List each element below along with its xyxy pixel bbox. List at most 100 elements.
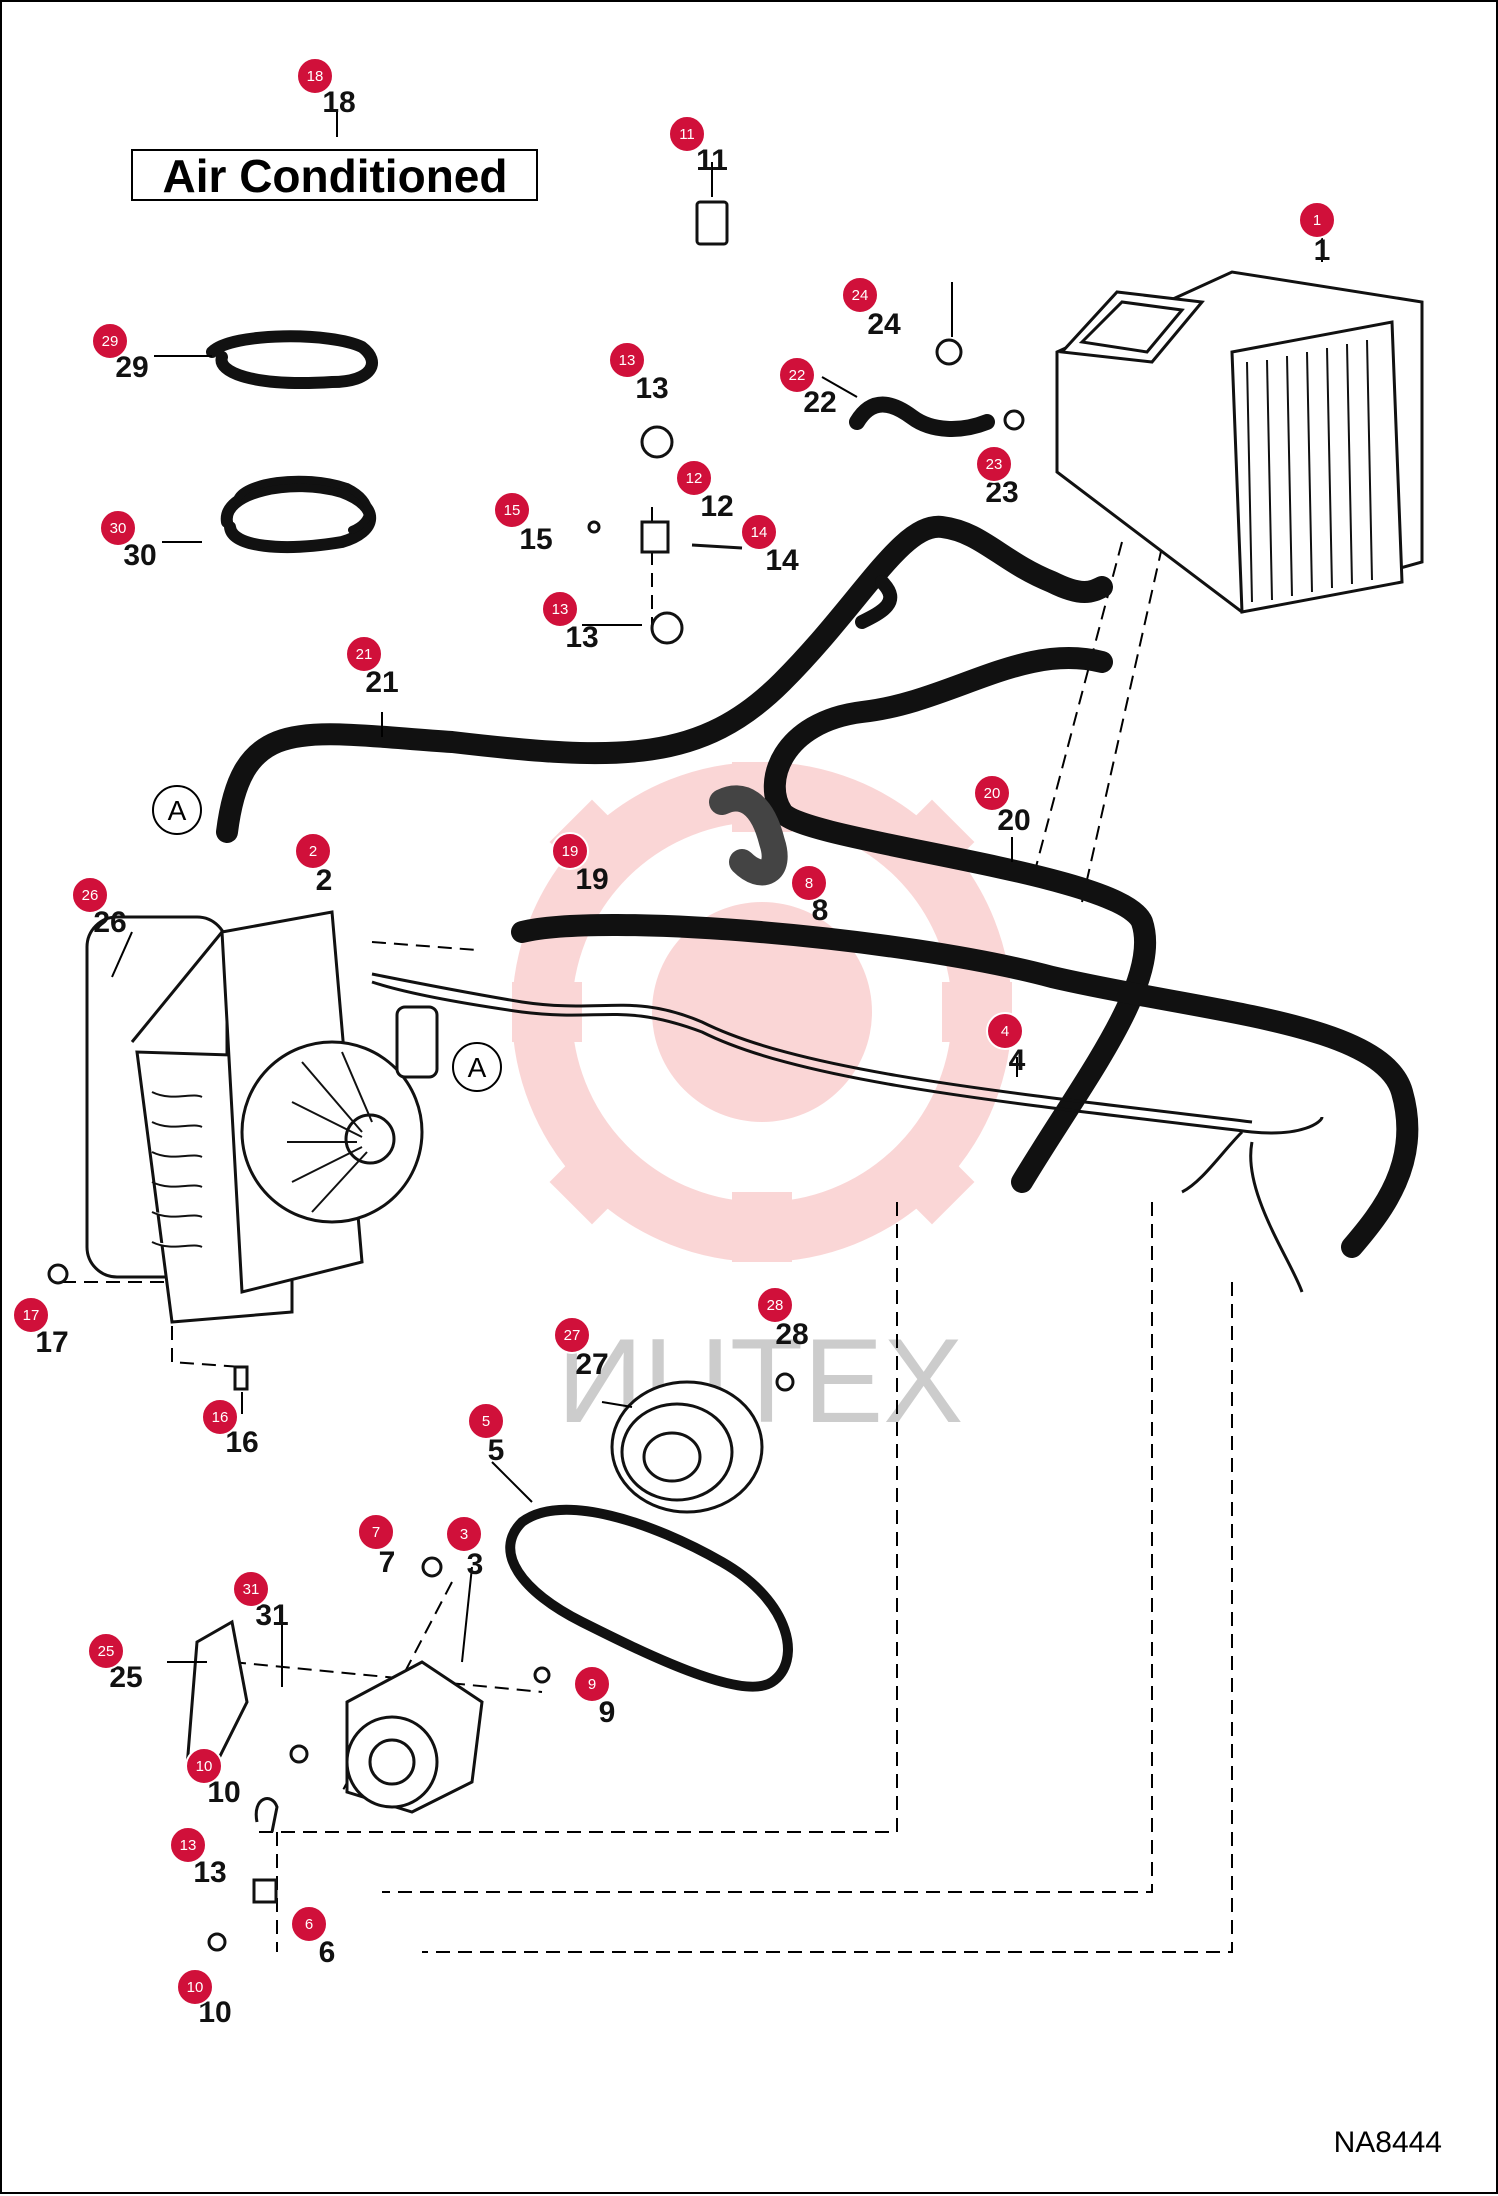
callout-badge: [357, 1513, 395, 1551]
hose-22: [849, 396, 995, 437]
callout-badge: [201, 1398, 239, 1436]
callout-badge-text: 12: [686, 470, 703, 487]
callout-c9: 99: [573, 1665, 615, 1729]
callout-badge-text: 5: [482, 1413, 490, 1430]
callout-number: 28: [775, 1318, 808, 1351]
callout-badge: [71, 876, 109, 914]
hose-8: [709, 785, 788, 886]
hose-30: [220, 480, 377, 553]
evaporator-unit: [1055, 270, 1424, 614]
callout-badge-text: 3: [460, 1526, 468, 1543]
callout-badge-text: 28: [767, 1297, 784, 1314]
callout-number: 22: [803, 386, 836, 419]
callout-badge-text: 4: [1001, 1023, 1009, 1040]
callout-number: 13: [565, 621, 598, 654]
callout-badge: [975, 445, 1013, 483]
callout-badge: [169, 1826, 207, 1864]
callout-badge-text: 24: [852, 287, 869, 304]
callout-badge: [553, 1316, 591, 1354]
callout-badge-text: 25: [98, 1643, 115, 1660]
callout-badge-text: 31: [243, 1581, 260, 1598]
callout-badge-text: 8: [805, 875, 813, 892]
callout-badge: [608, 341, 646, 379]
callout-badge-text: 20: [984, 785, 1001, 802]
drive-belt: [505, 1504, 793, 1692]
callout-number: 20: [997, 804, 1030, 837]
callout-number: 2: [316, 864, 333, 897]
ref-a-top: A: [168, 795, 187, 826]
callout-badge: [778, 356, 816, 394]
leader-lines: [111, 110, 1323, 1687]
callout-badge: [185, 1747, 223, 1785]
callout-badge-text: 10: [187, 1979, 204, 1996]
callout-number: 18: [322, 86, 355, 119]
callout-badge: [87, 1632, 125, 1670]
callout-badge-text: 17: [23, 1307, 40, 1324]
callout-number: 27: [575, 1348, 608, 1381]
callout-badge-text: 22: [789, 367, 806, 384]
callout-badge: [296, 57, 334, 95]
callout-badge: [91, 322, 129, 360]
title-box: Air Conditioned: [131, 149, 538, 202]
callout-number: 24: [867, 308, 901, 341]
reference-callouts: A A: [152, 785, 502, 1092]
callout-badge: [445, 1515, 483, 1553]
routing-lines: [62, 507, 1233, 1953]
callout-c3: 33: [445, 1515, 484, 1581]
callout-badge: [541, 590, 579, 628]
callout-badge-text: 13: [552, 601, 569, 618]
callout-badge-text: 7: [372, 1524, 380, 1541]
callout-badge: [675, 459, 713, 497]
callout-badge-text: 21: [356, 646, 373, 663]
callout-badge-text: 18: [307, 68, 324, 85]
callout-badge: [232, 1570, 270, 1608]
hose-21: [216, 515, 1113, 843]
callout-number: 11: [696, 144, 728, 177]
callout-badge: [551, 832, 589, 870]
callout-number: 7: [379, 1546, 396, 1579]
callout-badge: [668, 115, 706, 153]
wire-harness-4: [371, 972, 1324, 1293]
callout-number: 1: [1314, 234, 1331, 267]
callout-badge: [790, 864, 828, 902]
callout-number: 4: [1009, 1044, 1026, 1077]
title: Air Conditioned: [163, 150, 508, 202]
callout-number: 3: [467, 1548, 484, 1581]
callout-badge-text: 27: [564, 1327, 581, 1344]
callout-c1: 11: [1298, 201, 1336, 267]
callout-number: 14: [765, 544, 799, 577]
callout-badge-text: 26: [82, 887, 99, 904]
callout-number: 19: [575, 863, 608, 896]
ref-a-bottom: A: [468, 1052, 487, 1083]
callout-c2: 22: [294, 832, 333, 897]
callout-badge-text: 14: [751, 524, 768, 541]
callout-badge-text: 6: [305, 1916, 313, 1933]
callout-number: 15: [519, 523, 552, 556]
compressor: [185, 1556, 551, 1952]
callout-badge-text: 30: [110, 520, 127, 537]
callout-badge: [345, 635, 383, 673]
callout-c6: 66: [290, 1905, 335, 1969]
hoses: [206, 330, 1419, 1258]
callout-c8: 88: [790, 864, 828, 927]
callout-badge-text: 23: [986, 456, 1003, 473]
callout-badge-text: 15: [504, 502, 521, 519]
callout-badge: [290, 1905, 328, 1943]
hardware-top: [47, 200, 1025, 1391]
